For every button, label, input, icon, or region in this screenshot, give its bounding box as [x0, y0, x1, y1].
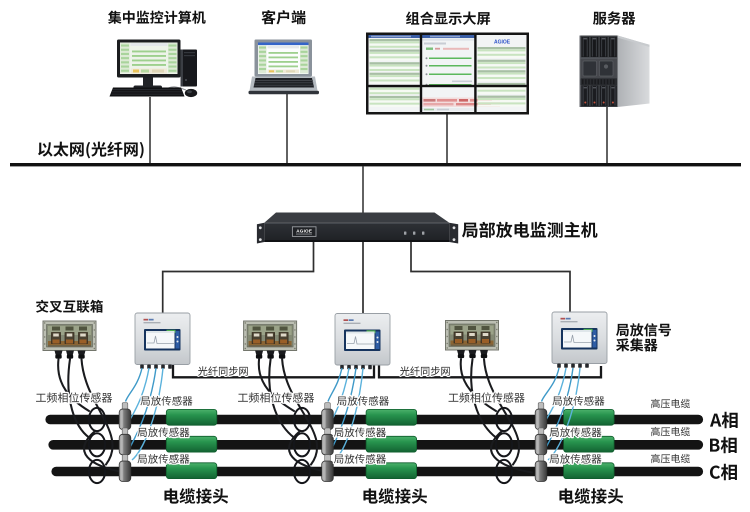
svg-text:AGIOE: AGIOE [494, 40, 511, 46]
svg-text:AGIOE: AGIOE [296, 229, 312, 234]
